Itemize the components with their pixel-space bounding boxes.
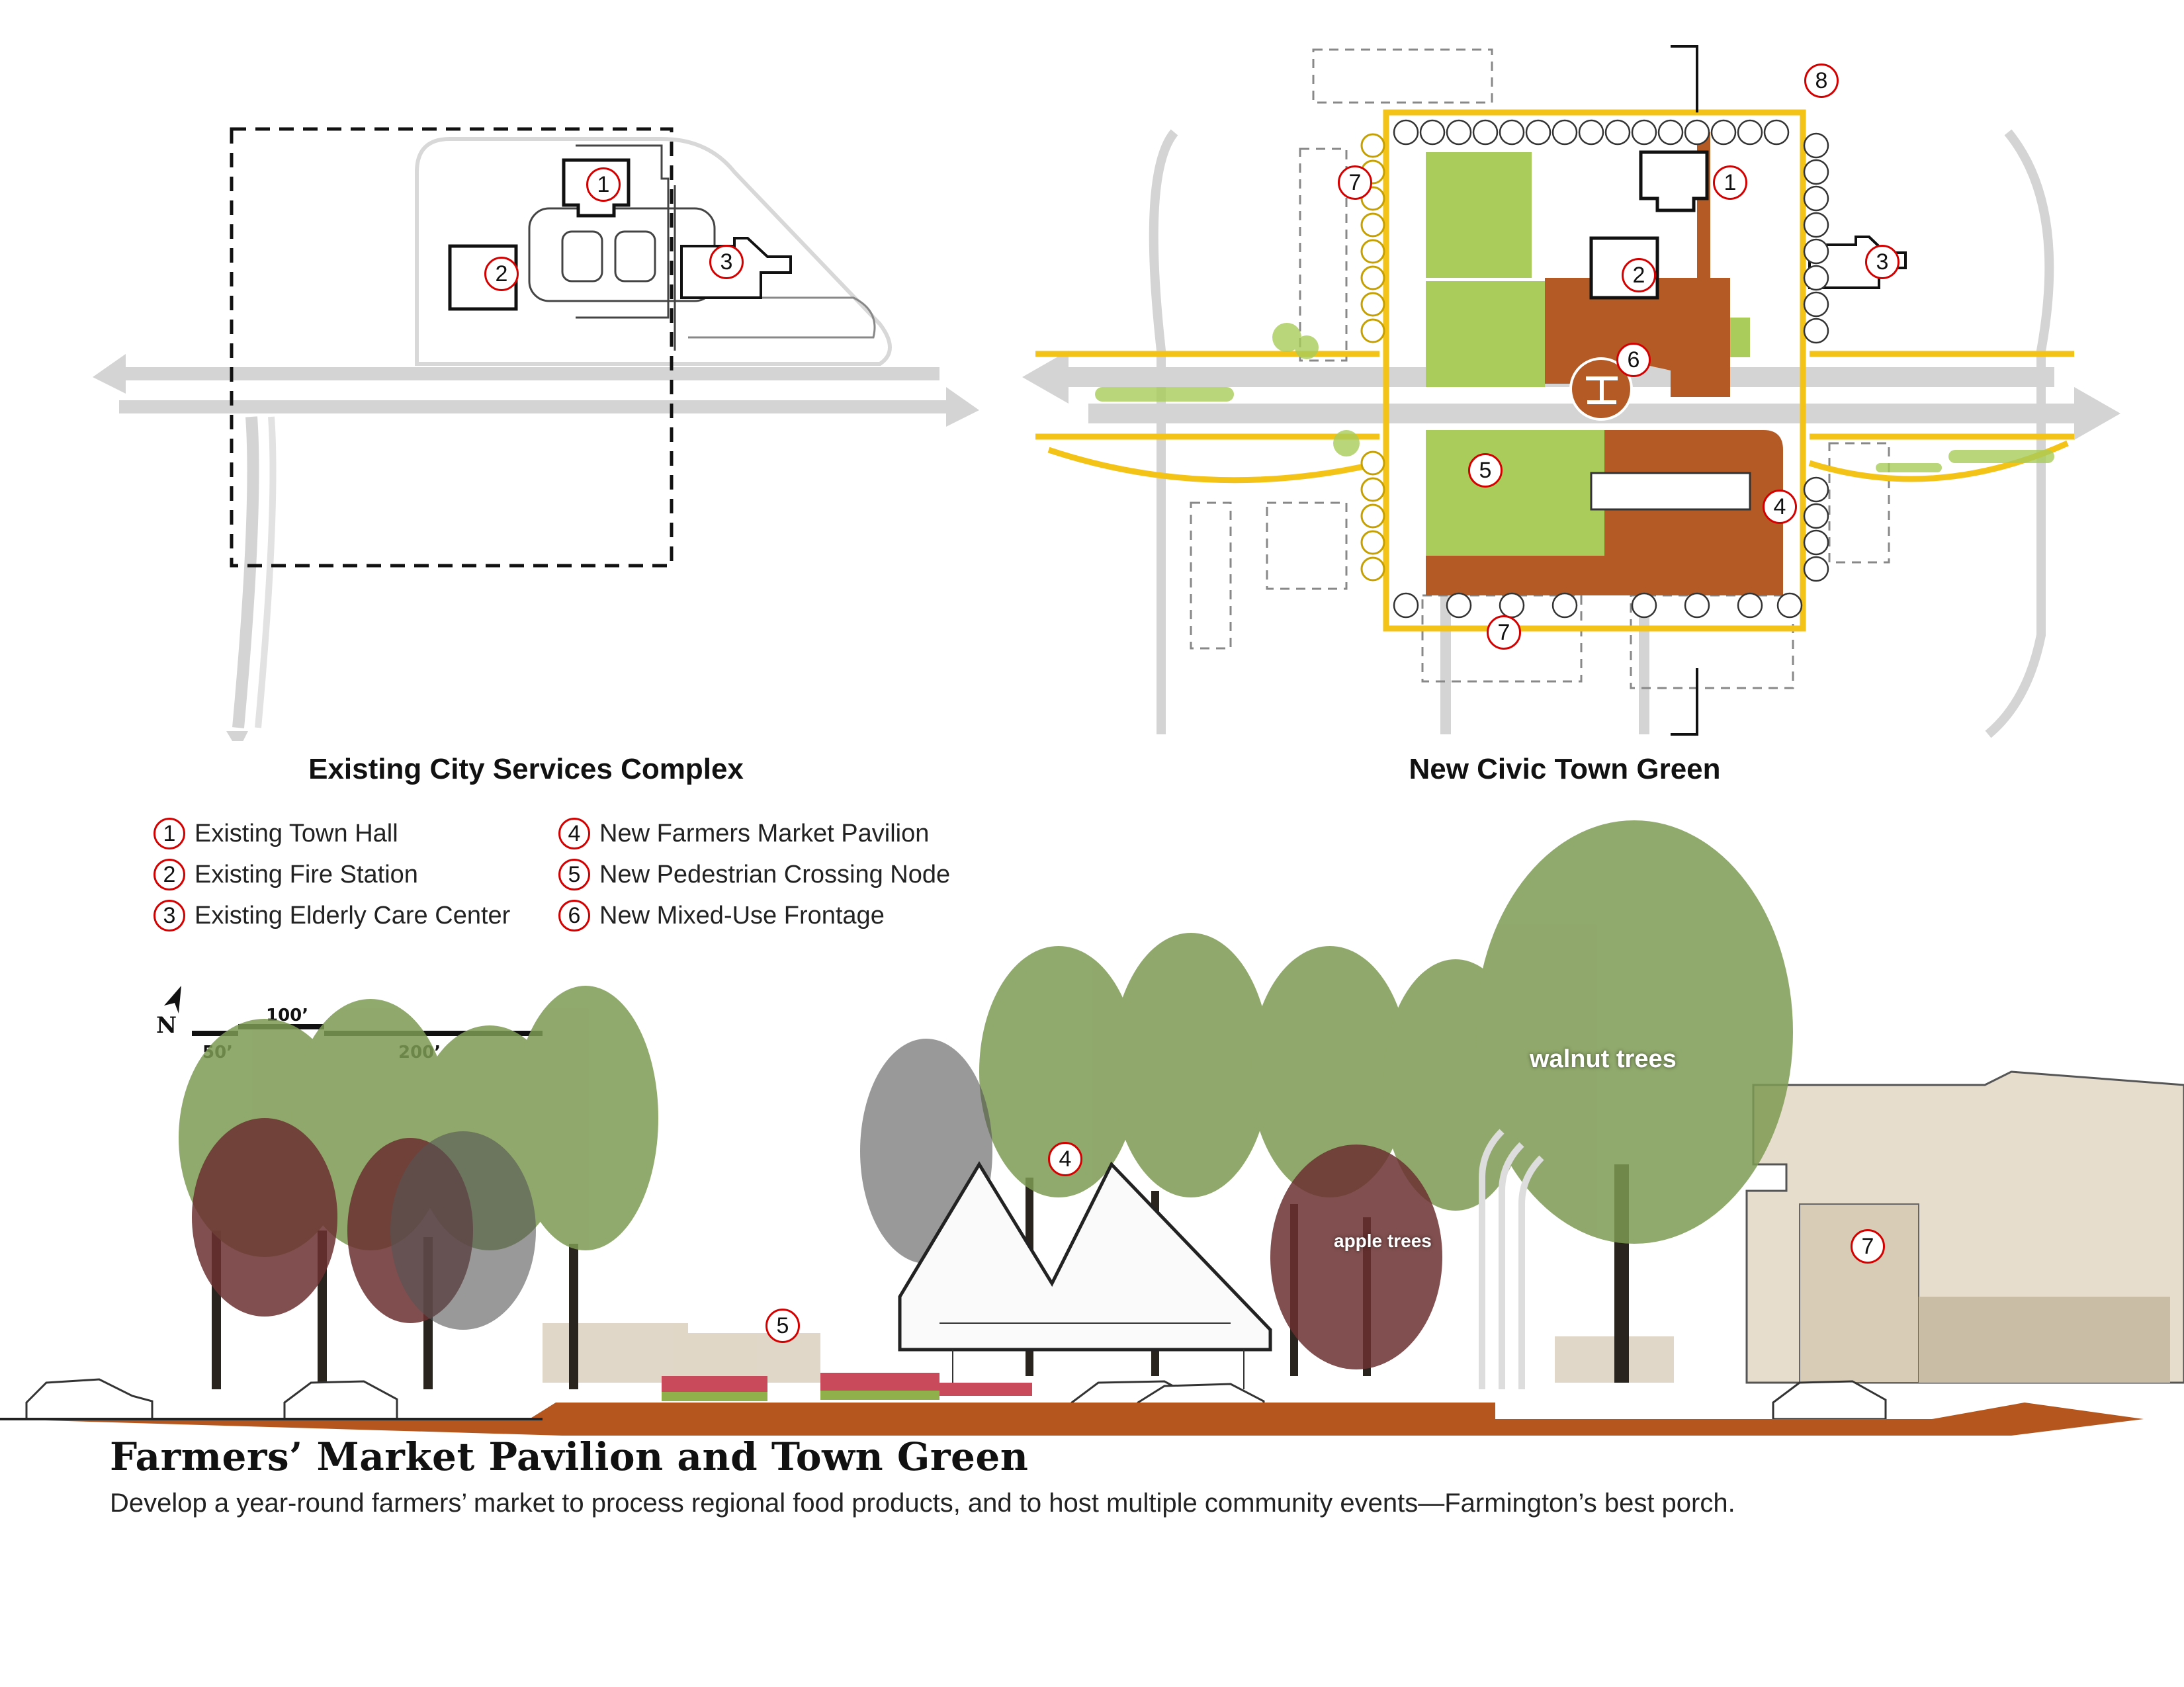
proposed-marker-5: 5 (1468, 453, 1503, 488)
legend-number: 3 (153, 900, 185, 931)
pavilion-elevation (898, 1161, 1272, 1352)
proposed-marker-1: 1 (1713, 165, 1747, 200)
legend-label: New Pedestrian Crossing Node (599, 860, 951, 888)
existing-site-plan: 1 2 3 (73, 99, 999, 751)
legend-label: Existing Town Hall (195, 819, 398, 847)
legend-number: 1 (153, 818, 185, 849)
proposed-marker-7a: 7 (1338, 165, 1372, 200)
legend-item: 1 Existing Town Hall (153, 818, 398, 849)
legend-label: Existing Fire Station (195, 860, 418, 888)
north-arrow-icon (164, 986, 181, 1014)
legend-label: New Mixed-Use Frontage (599, 901, 885, 930)
legend-item: 6 New Mixed-Use Frontage (558, 900, 885, 931)
legend-item: 5 New Pedestrian Crossing Node (558, 859, 950, 890)
legend-number: 6 (558, 900, 590, 931)
existing-marker-3: 3 (709, 245, 744, 279)
proposed-marker-6: 6 (1616, 343, 1651, 377)
pavilion-footprint (1590, 472, 1751, 511)
ground-plane (0, 1403, 2144, 1436)
section-drawing (0, 820, 2184, 1436)
legend-item: 3 Existing Elderly Care Center (153, 900, 510, 931)
legend-item: 4 New Farmers Market Pavilion (558, 818, 929, 849)
legend-item: 2 Existing Fire Station (153, 859, 418, 890)
legend-number: 2 (153, 859, 185, 890)
label-walnut-trees: walnut trees (1530, 1045, 1677, 1073)
existing-plan-drawing (93, 127, 979, 751)
proposed-marker-3: 3 (1865, 245, 1900, 279)
existing-marker-1: 1 (586, 167, 621, 202)
subtitle: Develop a year-round farmers’ market to … (110, 1489, 1735, 1518)
proposed-plan-title: New Civic Town Green (1409, 753, 1721, 785)
label-apple-trees: apple trees (1334, 1231, 1432, 1251)
legend: 1 Existing Town Hall 2 Existing Fire Sta… (153, 818, 1014, 950)
proposed-marker-8: 8 (1804, 64, 1839, 98)
north-label: N (156, 1012, 177, 1039)
proposed-site-plan: 1 2 3 4 5 6 7 7 8 (1009, 40, 2134, 741)
legend-number: 5 (558, 859, 590, 890)
proposed-marker-7b: 7 (1487, 615, 1521, 650)
proposed-marker-4: 4 (1763, 490, 1797, 524)
section-illustration: walnut trees apple trees 4 5 7 (0, 820, 2184, 1442)
legend-number: 4 (558, 818, 590, 849)
proposed-marker-2: 2 (1622, 258, 1656, 292)
existing-plan-title: Existing City Services Complex (308, 753, 744, 785)
legend-label: Existing Elderly Care Center (195, 901, 511, 930)
section-marker-4: 4 (1048, 1142, 1082, 1176)
section-marker-7: 7 (1851, 1229, 1885, 1264)
existing-marker-2: 2 (484, 257, 519, 291)
legend-label: New Farmers Market Pavilion (599, 819, 930, 847)
section-marker-5: 5 (765, 1309, 800, 1343)
proposed-plan-drawing (1022, 45, 2120, 738)
main-title: Farmers’ Market Pavilion and Town Green (110, 1434, 1029, 1479)
building-town-hall-new (1639, 150, 1709, 212)
